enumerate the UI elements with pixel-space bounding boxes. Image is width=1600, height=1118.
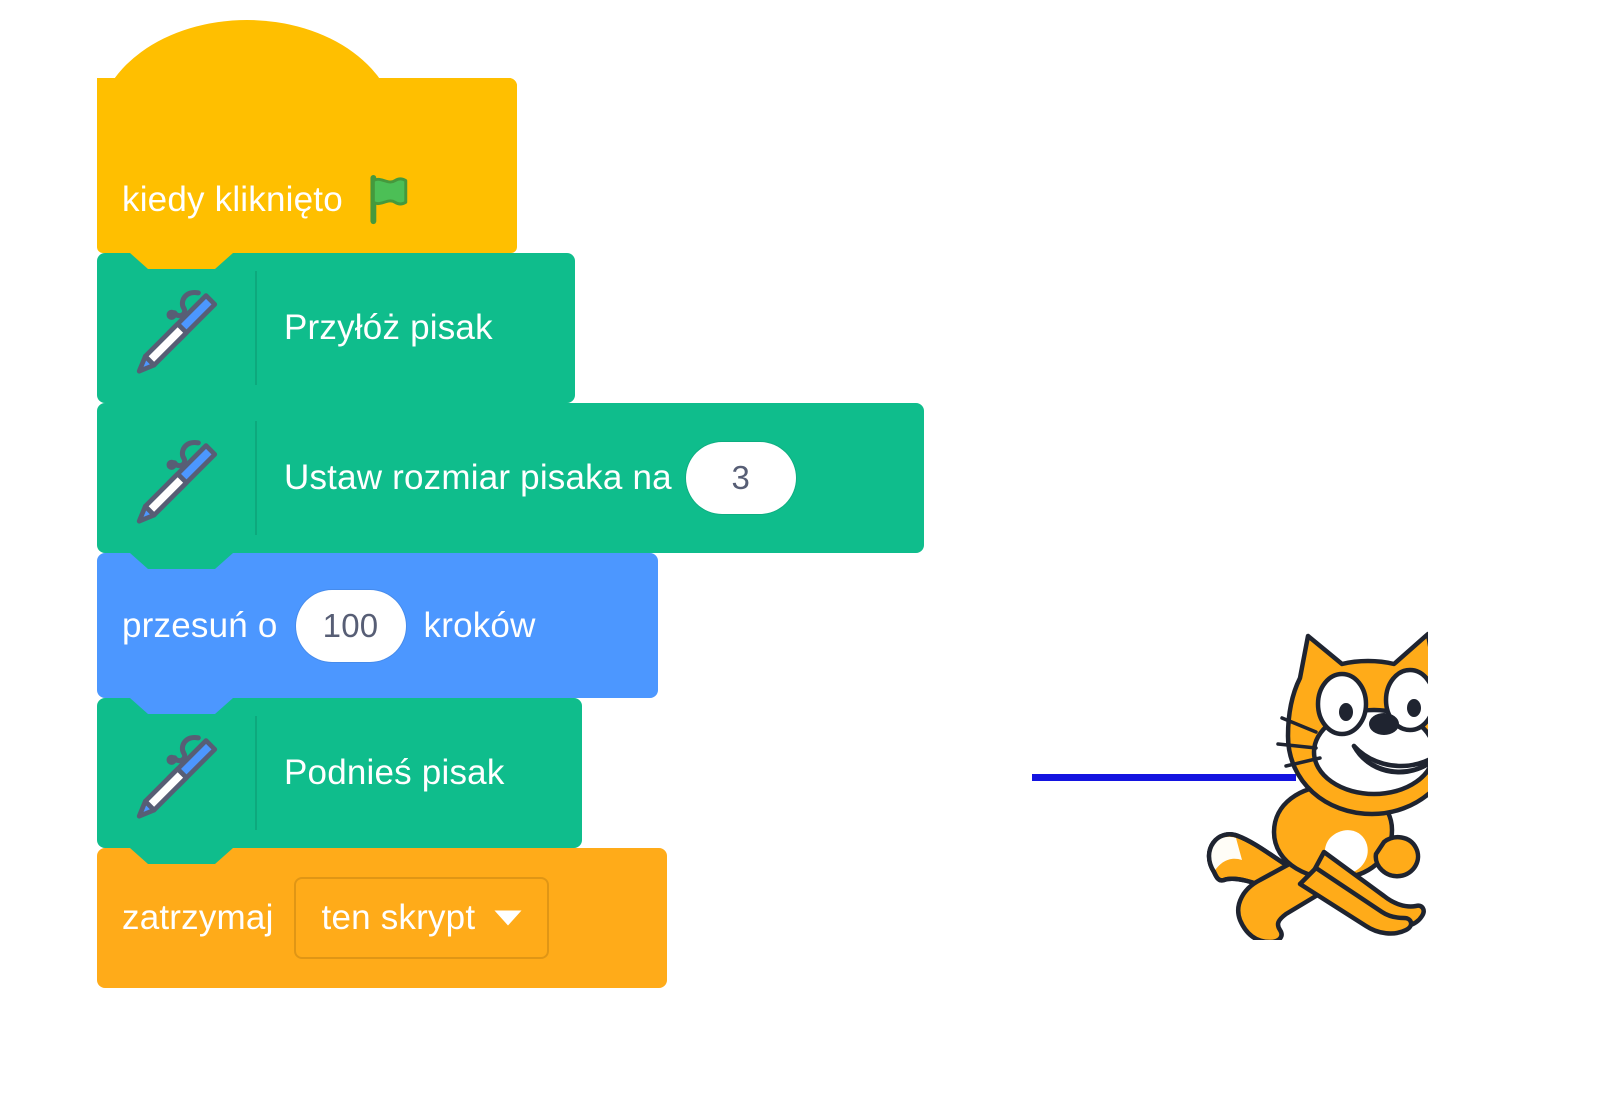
pen-divider — [255, 271, 257, 385]
pen-icon — [97, 253, 257, 403]
green-flag-icon — [361, 173, 415, 227]
block-script[interactable]: kiedy kliknięto — [97, 20, 924, 988]
block-set-pen-size[interactable]: Ustaw rozmiar pisaka na 3 — [97, 403, 924, 553]
set-pen-size-label: Ustaw rozmiar pisaka na — [284, 458, 672, 497]
move-steps-label-after: kroków — [423, 605, 536, 645]
pen-icon — [97, 698, 257, 848]
move-steps-input[interactable]: 100 — [295, 589, 406, 662]
block-notch — [130, 848, 233, 864]
block-label-wrap: kiedy kliknięto — [122, 173, 415, 227]
pen-down-label: Przyłóż pisak — [284, 308, 493, 347]
scratch-cat-sprite[interactable] — [1178, 620, 1459, 945]
pen-icon — [97, 403, 257, 553]
block-stop-script[interactable]: zatrzymaj ten skrypt — [97, 848, 924, 988]
block-when-flag-clicked[interactable]: kiedy kliknięto — [97, 20, 924, 253]
pen-size-input[interactable]: 3 — [685, 442, 796, 514]
stop-script-label: zatrzymaj — [122, 898, 274, 937]
move-steps-label-before: przesuń o — [122, 605, 278, 645]
pen-up-label: Podnieś pisak — [284, 753, 505, 792]
hat-dome-fill — [97, 78, 517, 138]
pen-divider — [255, 421, 257, 535]
stop-target-dropdown-value: ten skrypt — [321, 898, 476, 937]
pen-drawn-line — [1032, 774, 1296, 781]
block-move-steps[interactable]: przesuń o 100 kroków — [97, 553, 924, 698]
chevron-down-icon — [493, 908, 523, 928]
pen-divider — [255, 716, 257, 830]
when-flag-clicked-label: kiedy kliknięto — [122, 180, 343, 219]
block-pen-down[interactable]: Przyłóż pisak — [97, 253, 924, 403]
block-pen-up[interactable]: Podnieś pisak — [97, 698, 924, 848]
stop-target-dropdown[interactable]: ten skrypt — [293, 877, 550, 959]
block-notch — [130, 553, 233, 569]
